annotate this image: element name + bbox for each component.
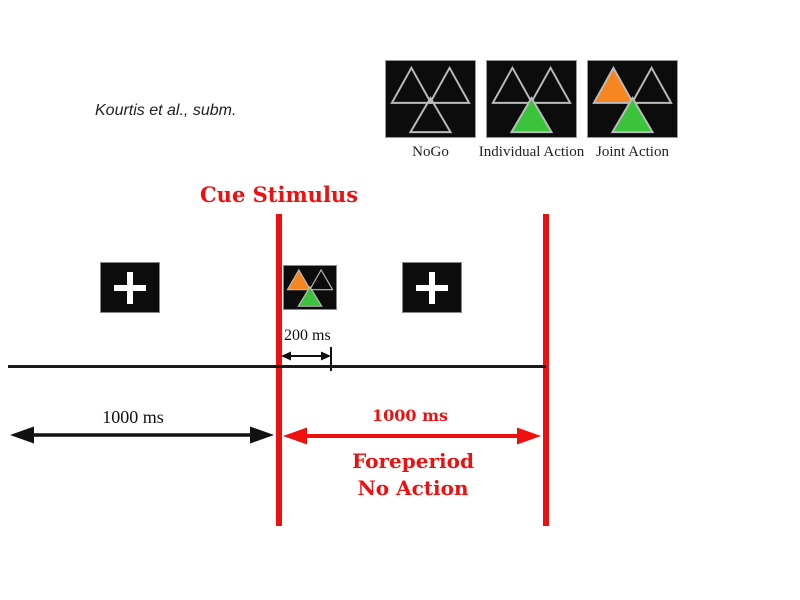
stimulus-legend: NoGo Individual Action Joint Action [385, 60, 678, 161]
triangle-trio-icon [592, 65, 673, 134]
baseline-duration-arrow-icon [10, 426, 274, 444]
legend-item-individual-action: Individual Action [479, 60, 584, 161]
fixation-box-post [402, 262, 462, 313]
foreperiod-duration-arrow-icon [283, 427, 541, 445]
cue-onset-line [276, 214, 282, 526]
joint-action-stimulus-box [587, 60, 678, 138]
baseline-duration-label: 1000 ms [102, 407, 164, 427]
triangle-top-left-icon [286, 268, 312, 291]
triangle-top-left-icon [390, 65, 433, 104]
fixation-cross-icon [416, 271, 448, 304]
legend-item-nogo: NoGo [385, 60, 476, 161]
fixation-box-pre [100, 262, 160, 313]
legend-label-nogo: NoGo [412, 144, 449, 160]
triangle-trio-icon [390, 65, 471, 134]
cue-duration-arrow-icon [281, 351, 331, 361]
cue-stimulus-title: Cue Stimulus [199, 182, 359, 207]
no-action-label: No Action [357, 476, 469, 500]
attribution-text: Kourtis et al., subm. [95, 102, 237, 119]
triangle-bottom-icon [509, 96, 554, 134]
legend-label-joint-action: Joint Action [596, 144, 669, 160]
nogo-stimulus-box [385, 60, 476, 138]
triangle-top-right-icon [428, 65, 471, 104]
triangle-trio-icon [491, 65, 572, 134]
triangle-trio-icon [286, 268, 334, 307]
triangle-bottom-icon [610, 96, 655, 134]
triangle-top-left-icon [592, 65, 635, 104]
legend-label-individual-action: Individual Action [478, 144, 585, 160]
triangle-top-right-icon [308, 268, 334, 291]
triangle-top-right-icon [529, 65, 572, 104]
timeline-axis [8, 365, 546, 368]
fixation-cross-icon [114, 271, 146, 304]
foreperiod-duration-label: 1000 ms [371, 406, 449, 425]
cue-stimulus-box [283, 265, 337, 310]
cue-offset-tick [330, 347, 332, 371]
legend-item-joint-action: Joint Action [587, 60, 678, 161]
triangle-top-left-icon [491, 65, 534, 104]
triangle-bottom-icon [408, 96, 453, 134]
foreperiod-label: Foreperiod [352, 449, 474, 473]
triangle-top-right-icon [630, 65, 673, 104]
foreperiod-end-line [543, 214, 549, 526]
cue-duration-label: 200 ms [284, 327, 331, 344]
triangle-bottom-icon [297, 285, 323, 307]
individual-action-stimulus-box [486, 60, 577, 138]
